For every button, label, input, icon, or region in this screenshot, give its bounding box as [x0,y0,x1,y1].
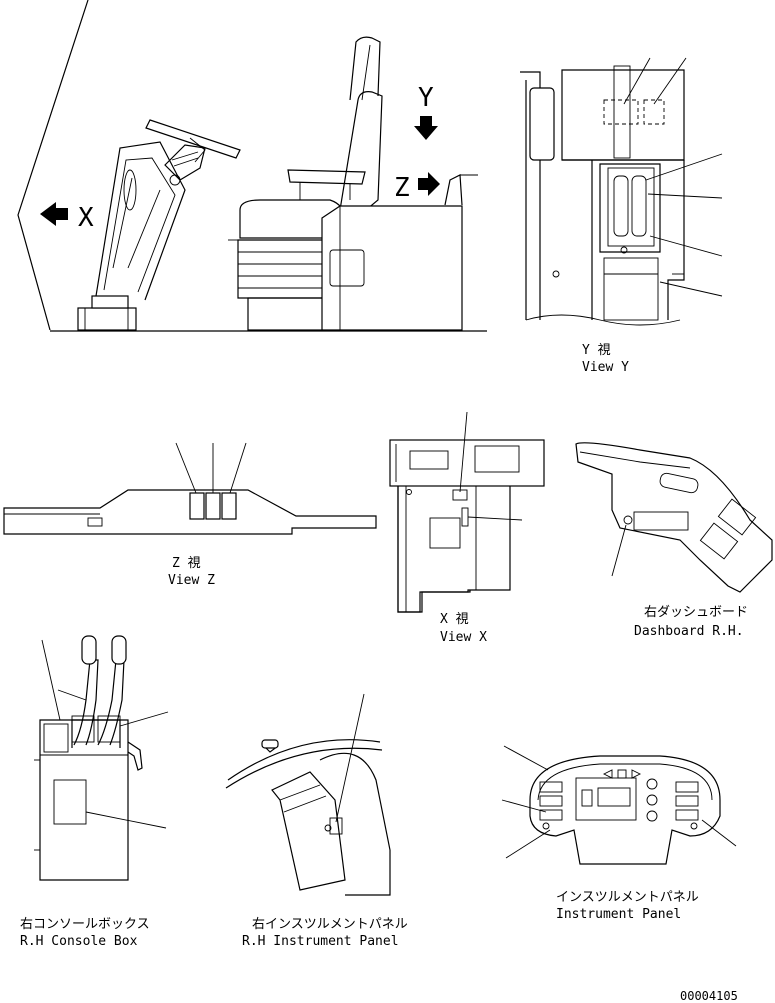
instrument-panel-en-label: Instrument Panel [556,907,681,922]
view-arrow-z: Z [394,172,440,203]
rh-instrument-jp-label: 右インスツルメントパネル [252,917,408,932]
rh-instrument-en-label: R.H Instrument Panel [242,934,399,949]
view-arrow-y: Y [414,83,438,140]
dashboard-rh-drawing [575,442,773,593]
rh-instrument-panel-drawing [225,693,391,896]
view-z-en-label: View Z [168,573,215,588]
console-box-jp-label: 右コンソールボックス [20,917,150,932]
arrow-y-letter: Y [418,83,434,113]
console-box-en-label: R.H Console Box [20,934,138,949]
view-z-jp-label: Z 視 [172,556,201,571]
operator-station-side-view [17,0,487,332]
view-x-drawing [389,411,545,613]
instrument-panel-drawing [501,745,737,865]
view-x-en-label: View X [440,630,487,645]
arrow-z-letter: Z [394,173,410,203]
view-z-drawing [3,442,377,535]
view-y-jp-label: Y 視 [582,343,611,358]
arrow-x-letter: X [78,203,94,233]
view-x-jp-label: X 視 [440,612,469,627]
drawing-number: 00004105 [680,989,738,1003]
view-y-drawing [520,57,723,326]
dashboard-jp-label: 右ダッシュボード [644,605,748,620]
view-y-en-label: View Y [582,360,629,375]
dashboard-en-label: Dashboard R.H. [634,624,744,639]
view-arrow-x: X [40,202,94,233]
instrument-panel-jp-label: インスツルメントパネル [556,890,699,905]
console-box-drawing [34,635,169,881]
